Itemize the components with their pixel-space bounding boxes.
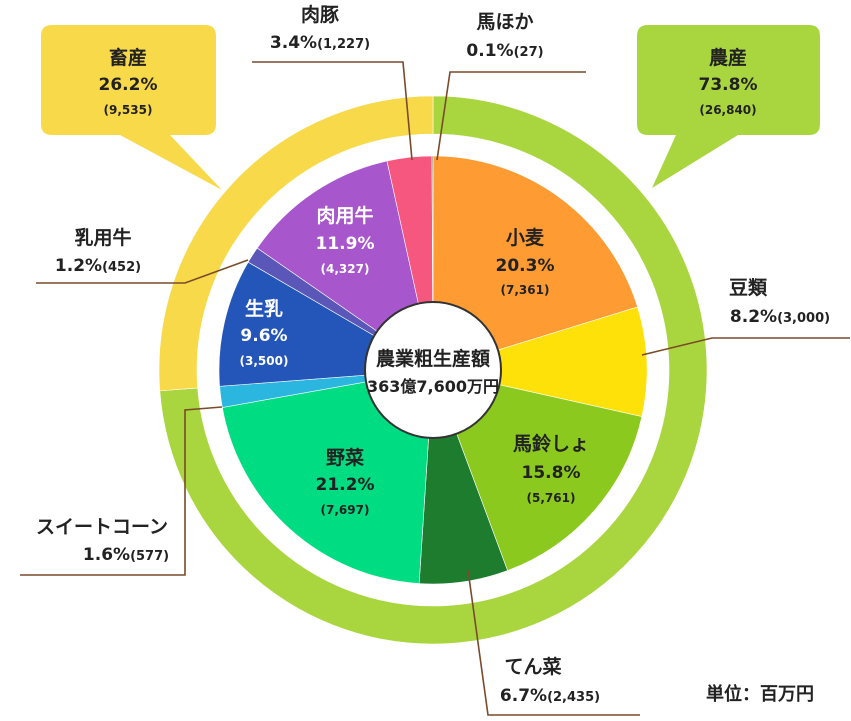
unit-label: 単位：百万円 — [706, 683, 814, 705]
label-wheat-name: 小麦 — [506, 226, 545, 249]
label-beans-percent: 8.2% — [730, 307, 777, 327]
crop-callout-name: 農産 — [709, 46, 747, 69]
leader-sweetcorn — [20, 406, 223, 576]
outer-slice-0 — [159, 95, 708, 645]
label-horse-line: 0.1%(27) — [466, 41, 543, 61]
label-sugarbeet-percent: 6.7% — [500, 686, 547, 706]
label-sweetcorn-value: (577) — [130, 549, 169, 564]
label-sweetcorn-percent: 1.6% — [83, 545, 130, 565]
label-potato-value: (5,761) — [527, 491, 576, 505]
label-milk-value: (3,500) — [240, 354, 289, 368]
leader-sugarbeet — [467, 569, 640, 716]
livestock-callout-value: (9,535) — [104, 103, 153, 117]
center-total: 363億7,600万円 — [367, 377, 499, 396]
inside-labels: 小麦 20.3% (7,361) 馬鈴しょ 15.8% (5,761) 野菜 2… — [240, 204, 589, 517]
leader-pork — [252, 61, 413, 161]
label-wheat-value: (7,361) — [501, 283, 550, 297]
label-horse-percent: 0.1% — [466, 41, 513, 61]
label-potato-name: 馬鈴しょ — [513, 432, 589, 455]
livestock-callout-percent: 26.2% — [99, 75, 158, 95]
leader-beans — [641, 337, 850, 356]
callouts: 畜産 26.2% (9,535) 農産 73.8% (26,840) — [41, 25, 820, 190]
livestock-callout-name: 畜産 — [109, 46, 147, 69]
crop-callout-percent: 73.8% — [699, 75, 758, 95]
label-pork-value: (1,227) — [317, 37, 370, 52]
leader-lines — [20, 61, 850, 716]
label-beans-value: (3,000) — [777, 311, 830, 326]
label-horse-name: 馬ほか — [476, 11, 533, 33]
livestock-callout-bubble — [41, 25, 222, 190]
leader-horse — [436, 71, 586, 161]
label-beef-percent: 11.9% — [316, 234, 375, 254]
outside-labels: 肉豚 3.4%(1,227) 馬ほか 0.1%(27) 乳用牛 1.2%(452… — [36, 3, 830, 706]
label-pork-percent: 3.4% — [270, 33, 317, 53]
label-pork-name: 肉豚 — [301, 3, 340, 26]
leader-dairy-cattle — [36, 259, 249, 284]
donut-center-hole — [364, 301, 502, 439]
label-sugarbeet-value: (2,435) — [547, 690, 600, 705]
center-title: 農業粗生産額 — [376, 347, 490, 370]
label-dairy-cattle-value: (452) — [102, 260, 141, 275]
label-vegetable-name: 野菜 — [326, 446, 364, 469]
label-sweetcorn-name: スイートコーン — [36, 516, 168, 538]
label-vegetable-value: (7,697) — [321, 503, 370, 517]
label-dairy-cattle-name: 乳用牛 — [74, 226, 131, 249]
label-wheat-percent: 20.3% — [496, 256, 555, 276]
label-sweetcorn-line: 1.6%(577) — [83, 545, 169, 565]
label-beef-name: 肉用牛 — [316, 204, 373, 227]
label-beans-line: 8.2%(3,000) — [730, 307, 830, 327]
label-dairy-cattle-percent: 1.2% — [55, 256, 102, 276]
label-pork-line: 3.4%(1,227) — [270, 33, 370, 53]
label-beef-value: (4,327) — [321, 262, 370, 276]
crop-callout-bubble — [637, 25, 820, 188]
label-milk-name: 生乳 — [245, 297, 283, 320]
label-potato-percent: 15.8% — [522, 463, 581, 483]
label-sugarbeet-line: 6.7%(2,435) — [500, 686, 600, 706]
label-vegetable-percent: 21.2% — [316, 475, 375, 495]
label-milk-percent: 9.6% — [240, 326, 287, 346]
crop-callout-value: (26,840) — [699, 103, 756, 117]
label-dairy-cattle-line: 1.2%(452) — [55, 256, 141, 276]
label-beans-name: 豆類 — [729, 277, 768, 299]
label-horse-value: (27) — [514, 45, 544, 60]
label-sugarbeet-name: てん菜 — [504, 655, 561, 678]
